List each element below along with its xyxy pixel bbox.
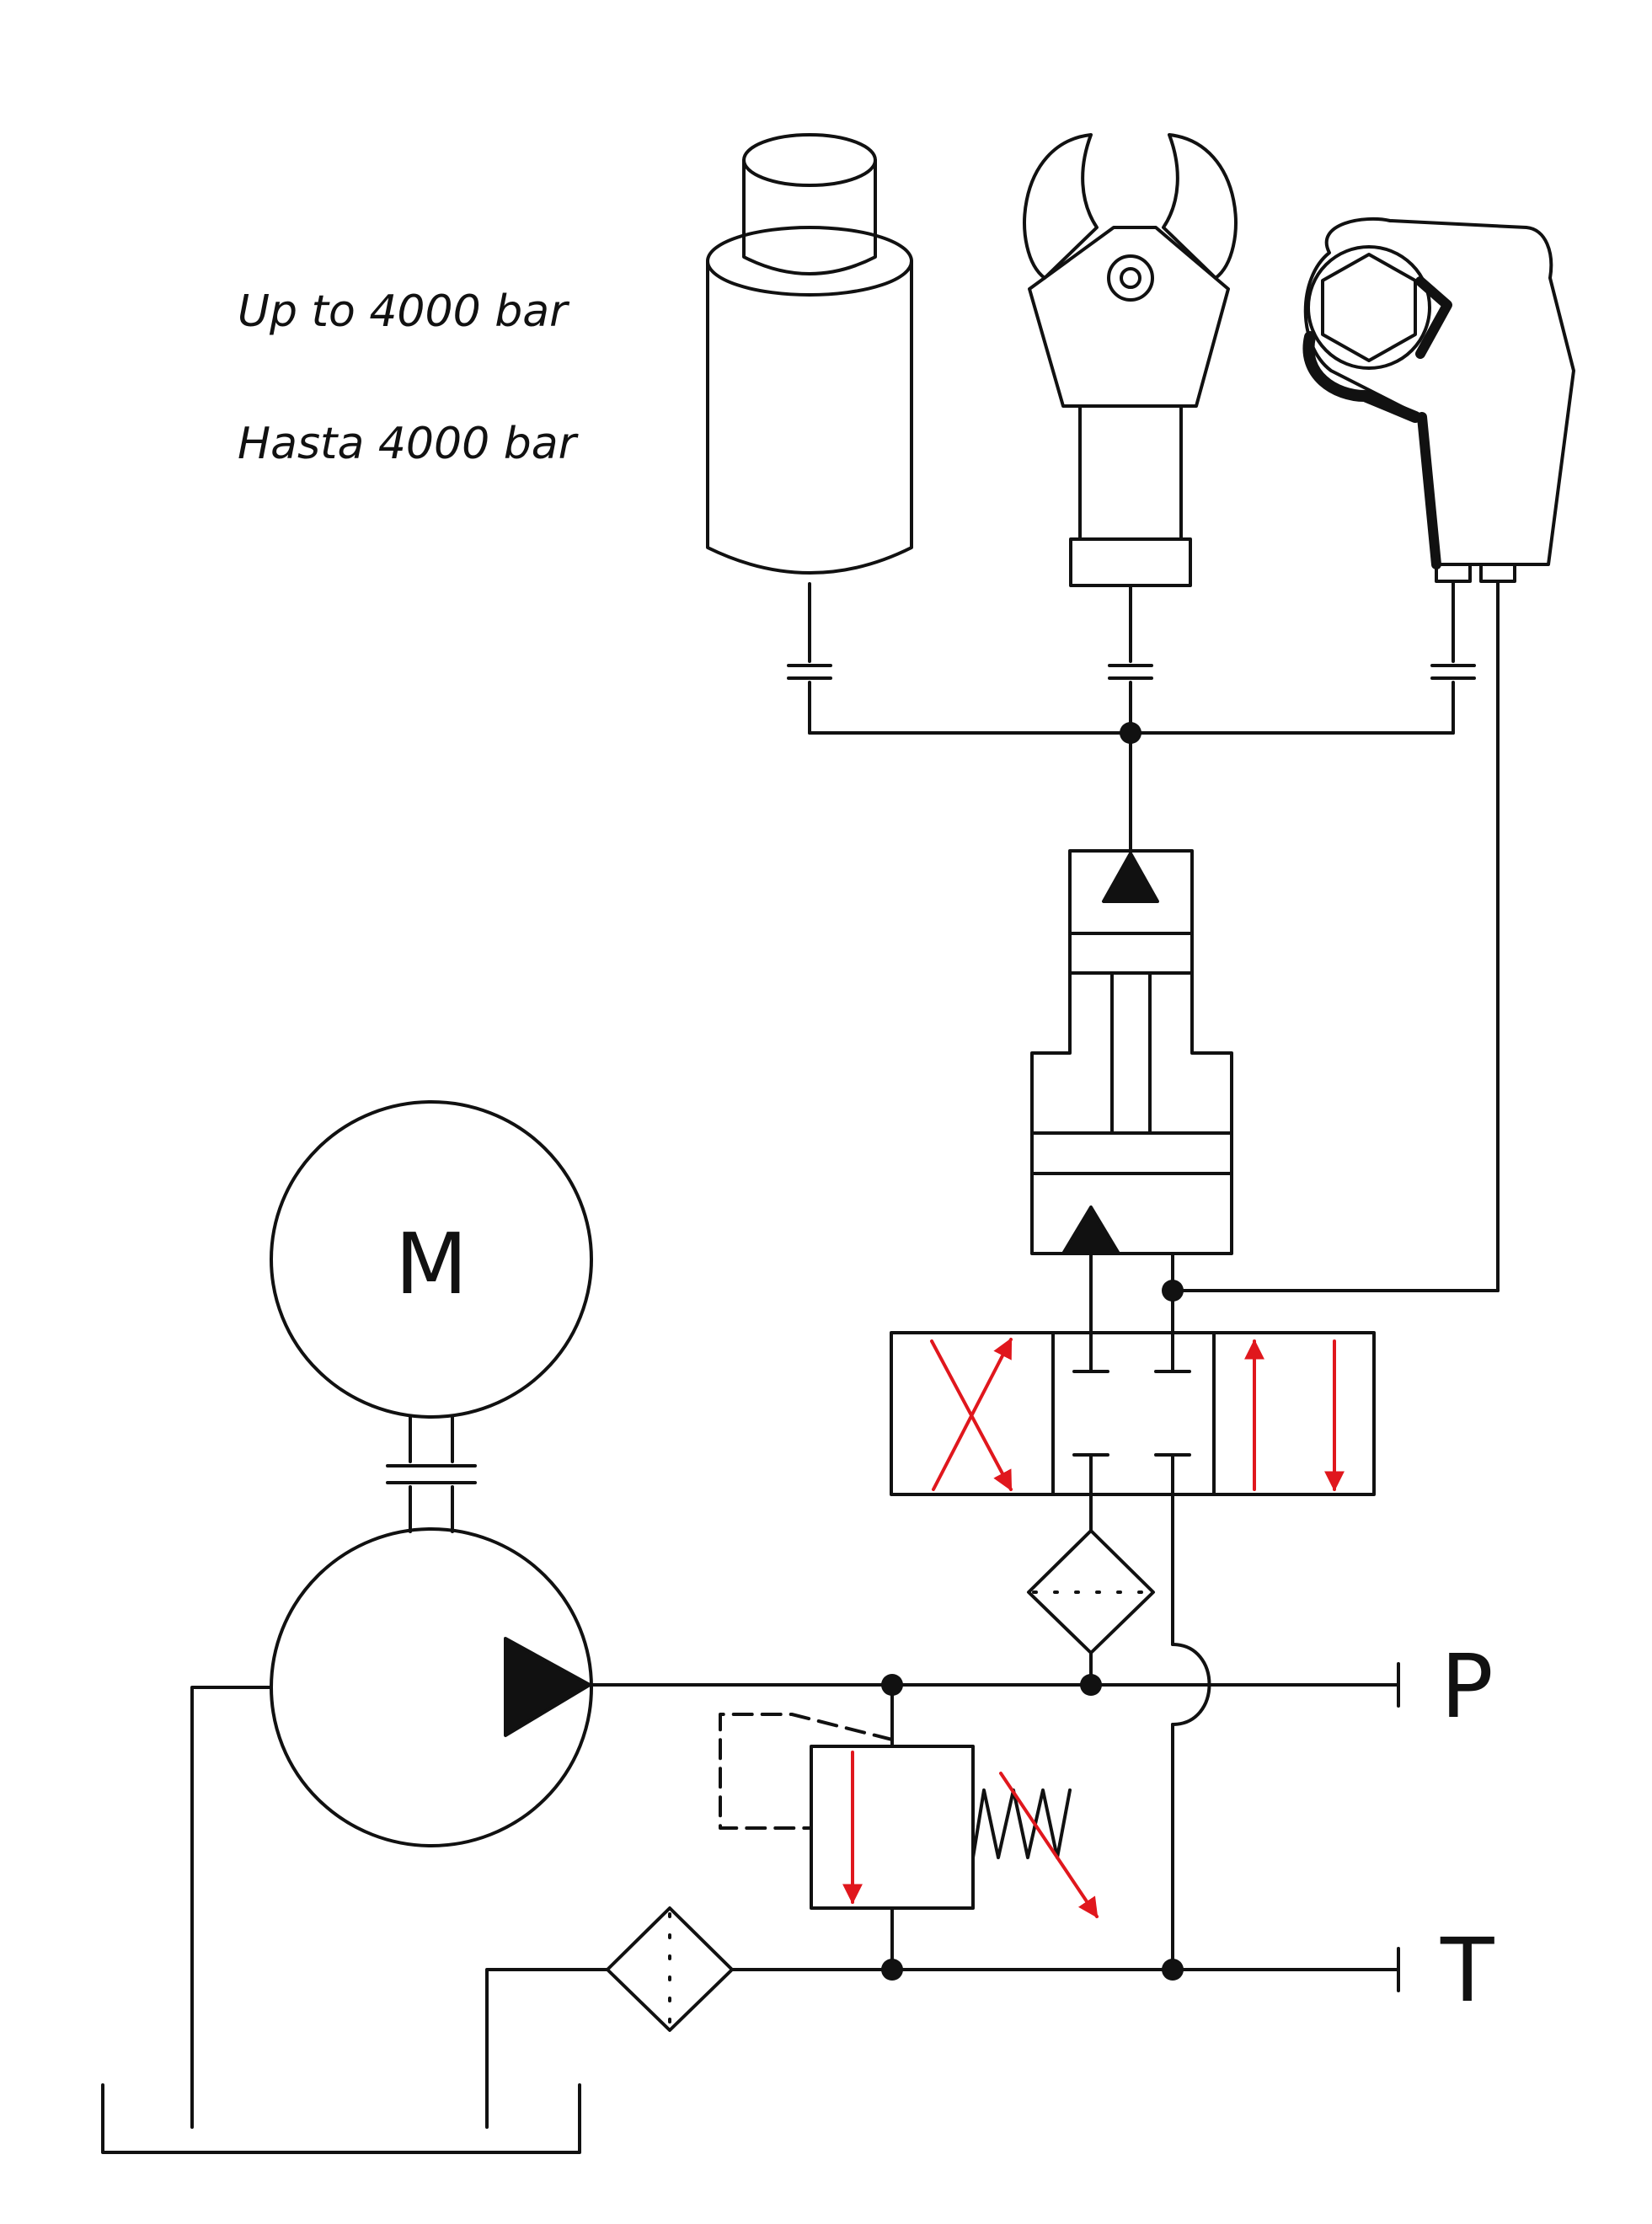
directional-control-valve-icon — [890, 1331, 1376, 1496]
junction-dots — [881, 722, 1184, 1981]
valve-cross-flow-arrows — [930, 1337, 1013, 1492]
pressure-port-label: P — [1441, 1635, 1494, 1738]
hydraulic-cutter-icon — [1023, 133, 1238, 735]
hydraulic-cylinder-icon — [706, 133, 913, 735]
pressure-intensifier-icon — [1030, 849, 1233, 1255]
tank-port-label: T — [1440, 1919, 1494, 2022]
intensifier-inlet-triangle-icon — [1061, 1206, 1120, 1255]
pump-direction-triangle-icon — [504, 1637, 591, 1737]
reservoir-tank-icon — [101, 2083, 581, 2154]
motor-label: M — [395, 1215, 468, 1313]
motor-pump-coupling-icon — [386, 1415, 477, 1533]
intensifier-outlet-triangle-icon — [1102, 852, 1159, 903]
adjustable-spring-arrow — [999, 1772, 1099, 1918]
return-filter-icon — [606, 1906, 734, 2032]
suction-line — [190, 1686, 273, 2129]
electric-motor-icon — [270, 1100, 593, 1419]
caption-english: Up to 4000 bar — [238, 286, 568, 337]
hydraulic-torque-wrench-icon — [1302, 217, 1575, 1292]
return-line-to-reservoir — [485, 1968, 609, 2129]
caption-spanish: Hasta 4000 bar — [238, 419, 576, 469]
pressure-filter-icon — [1027, 1529, 1155, 1655]
valve-parallel-flow-arrows — [1244, 1339, 1345, 1492]
pressure-relief-valve-icon — [719, 1683, 1072, 1971]
